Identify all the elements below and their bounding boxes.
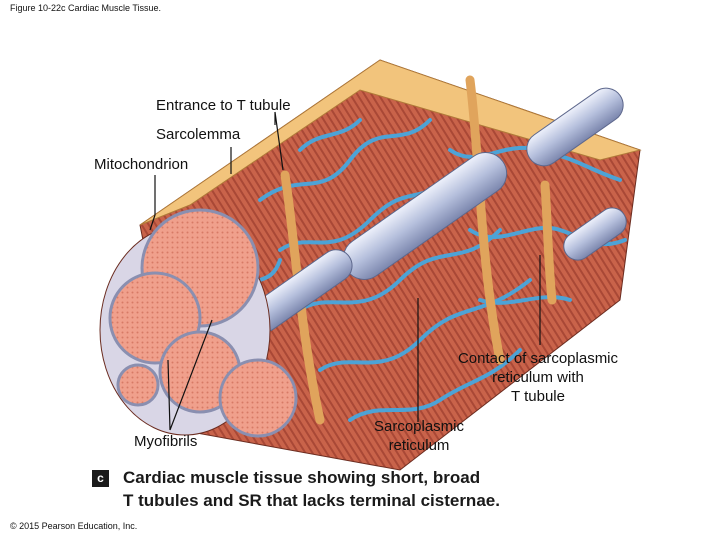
label-contact-sr-t-tubule: Contact of sarcoplasmic reticulum with T… <box>457 350 619 405</box>
label-sarcolemma: Sarcolemma <box>156 126 241 143</box>
figure-title: Figure 10-22c Cardiac Muscle Tissue. <box>10 3 162 13</box>
leader-lines <box>149 111 541 431</box>
mitochondria <box>247 87 627 333</box>
myofibril-bundle <box>218 358 298 438</box>
label-entrance-t-tubule: Entrance to T tubule <box>156 97 291 114</box>
copyright: © 2015 Pearson Education, Inc. <box>10 521 138 531</box>
myofibril-bundle <box>116 363 160 407</box>
figure-caption: Cardiac muscle tissue showing short, bro… <box>123 468 500 510</box>
label-mitochondrion: Mitochondrion <box>94 156 189 173</box>
label-sarcoplasmic-reticulum: Sarcoplasmic reticulum <box>373 418 465 454</box>
cross-section-face <box>99 208 298 438</box>
label-myofibrils: Myofibrils <box>134 433 198 450</box>
part-c-badge: c <box>92 470 109 487</box>
